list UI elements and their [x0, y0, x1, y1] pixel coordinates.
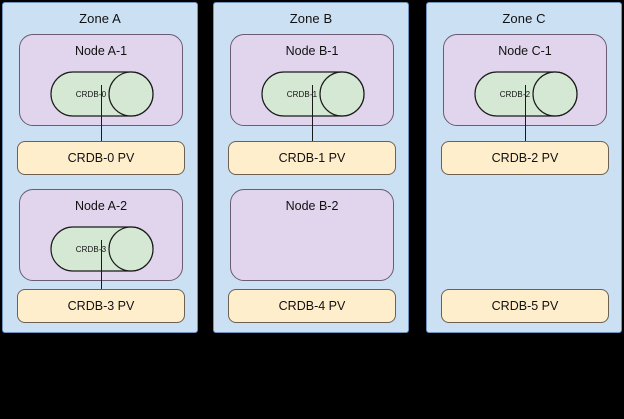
volume-crdb-5-pv[interactable]: CRDB-5 PV	[441, 289, 609, 323]
database-crdb-1[interactable]: CRDB-1	[261, 71, 365, 117]
connector-crdb-2	[525, 85, 526, 141]
node-b-1[interactable]: Node B-1 CRDB-1	[230, 34, 394, 126]
zone-b-title: Zone B	[289, 11, 333, 26]
database-crdb-1-label: CRDB-1	[286, 89, 318, 99]
cylinder-icon	[50, 226, 154, 272]
volume-crdb-3-pv-label: CRDB-3 PV	[67, 299, 135, 313]
database-crdb-0-label: CRDB-0	[75, 89, 107, 99]
connector-crdb-3	[101, 240, 102, 296]
cylinder-icon	[261, 71, 365, 117]
node-a-1-title: Node A-1	[74, 44, 128, 58]
volume-crdb-4-pv-label: CRDB-4 PV	[278, 299, 346, 313]
database-crdb-2-label: CRDB-2	[499, 89, 531, 99]
connector-crdb-0	[101, 85, 102, 141]
volume-crdb-5-pv-label: CRDB-5 PV	[491, 299, 559, 313]
node-c-1-title: Node C-1	[498, 44, 552, 58]
volume-crdb-3-pv[interactable]: CRDB-3 PV	[17, 289, 185, 323]
volume-crdb-4-pv[interactable]: CRDB-4 PV	[228, 289, 396, 323]
node-a-2-title: Node A-2	[74, 199, 128, 213]
cylinder-icon	[474, 71, 578, 117]
database-crdb-3-label: CRDB-3	[75, 244, 107, 254]
volume-crdb-1-pv[interactable]: CRDB-1 PV	[228, 141, 396, 175]
database-crdb-2[interactable]: CRDB-2	[474, 71, 578, 117]
zone-a: Zone A Node A-1 CRDB-0 CRDB-0 PV Node A-…	[2, 2, 198, 333]
cylinder-icon	[50, 71, 154, 117]
node-b-2-title: Node B-2	[285, 199, 339, 213]
zone-b: Zone B Node B-1 CRDB-1 CRDB-1 PV Node B-…	[213, 2, 409, 333]
volume-crdb-0-pv[interactable]: CRDB-0 PV	[17, 141, 185, 175]
zone-c: Zone C Node C-1 CRDB-2 CRDB-2 PV CRDB-5 …	[426, 2, 622, 333]
connector-crdb-1	[312, 85, 313, 141]
database-crdb-0[interactable]: CRDB-0	[50, 71, 154, 117]
volume-crdb-0-pv-label: CRDB-0 PV	[67, 151, 135, 165]
node-b-1-title: Node B-1	[285, 44, 339, 58]
node-b-2[interactable]: Node B-2	[230, 189, 394, 281]
volume-crdb-2-pv-label: CRDB-2 PV	[491, 151, 559, 165]
database-crdb-3[interactable]: CRDB-3	[50, 226, 154, 272]
volume-crdb-1-pv-label: CRDB-1 PV	[278, 151, 346, 165]
volume-crdb-2-pv[interactable]: CRDB-2 PV	[441, 141, 609, 175]
zone-a-title: Zone A	[79, 11, 121, 26]
zone-c-title: Zone C	[502, 11, 546, 26]
